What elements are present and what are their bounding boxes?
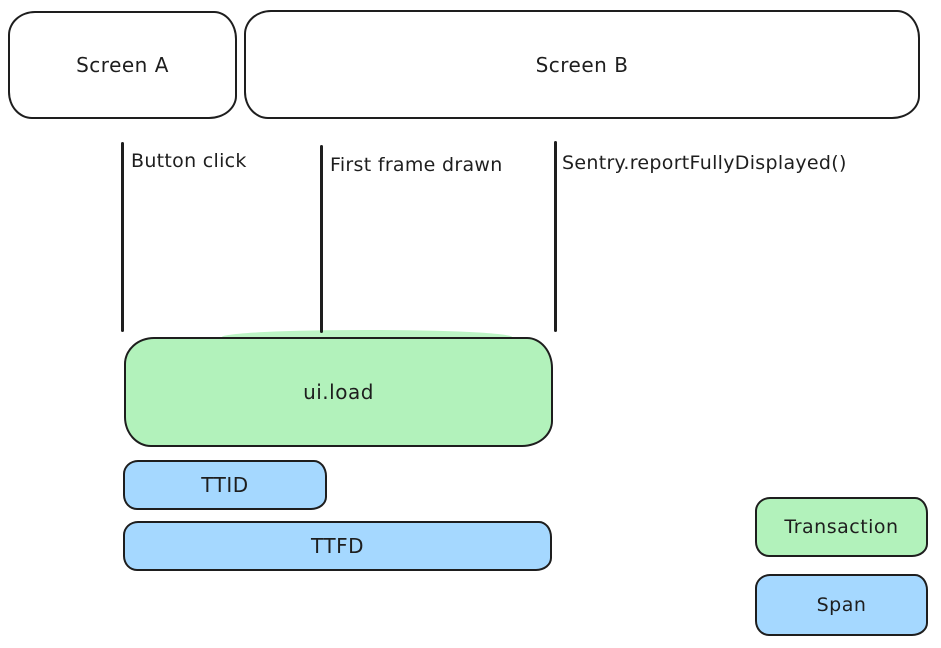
event-line-first-frame-drawn (320, 145, 323, 333)
screen-a-box: Screen A (8, 11, 237, 119)
ttid-span-bar: TTID (123, 460, 327, 510)
event-line-report-fully-displayed (554, 141, 557, 332)
ui-load-label: ui.load (303, 380, 374, 404)
event-label-report-fully-displayed: Sentry.reportFullyDisplayed() (562, 152, 847, 174)
ttid-label: TTID (201, 473, 249, 497)
legend-span: Span (755, 574, 928, 636)
legend-transaction-label: Transaction (784, 516, 899, 538)
legend-span-label: Span (816, 594, 867, 616)
ui-load-transaction-bar: ui.load (124, 337, 553, 447)
ttfd-label: TTFD (311, 534, 364, 558)
legend-transaction: Transaction (755, 497, 928, 557)
ttfd-span-bar: TTFD (123, 521, 552, 571)
screen-b-box: Screen B (244, 10, 920, 119)
event-label-button-click: Button click (131, 150, 247, 172)
event-line-button-click (121, 142, 124, 332)
event-label-first-frame-drawn: First frame drawn (330, 154, 503, 176)
screen-b-label: Screen B (535, 52, 629, 77)
screen-a-label: Screen A (76, 53, 169, 77)
